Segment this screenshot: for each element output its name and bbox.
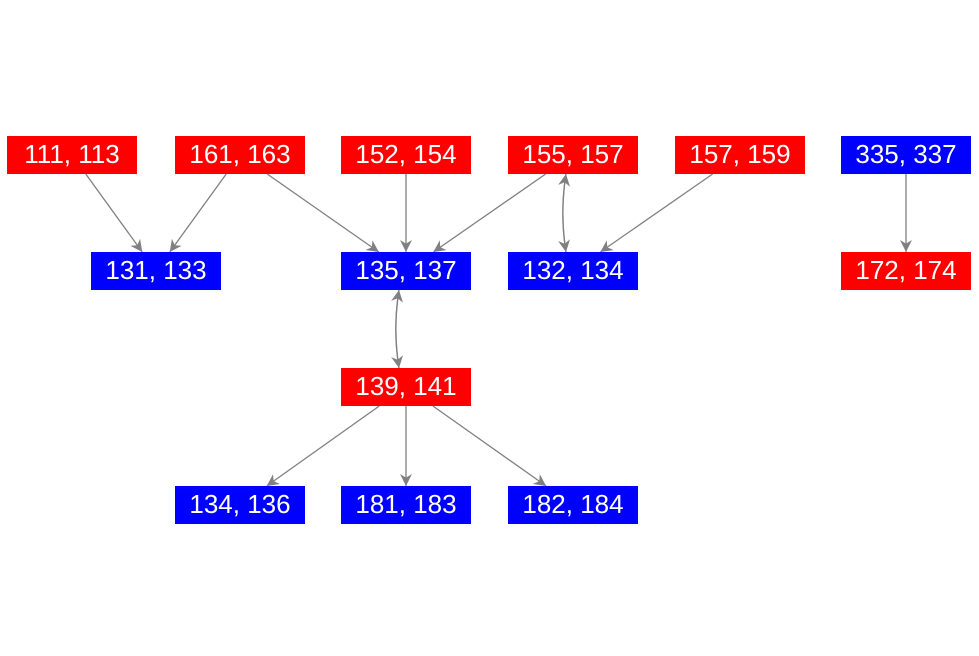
node-139: 139, 141 [341,368,471,406]
node-label: 157, 159 [689,139,790,169]
node-box [341,252,471,290]
edge-111-to-131 [85,173,143,253]
edge-161-to-135 [266,173,380,253]
node-157: 157, 159 [675,136,805,174]
node-label: 111, 113 [24,139,119,169]
node-335: 335, 337 [841,136,971,174]
node-box [341,368,471,406]
node-box [341,486,471,524]
node-box [508,252,638,290]
node-label: 161, 163 [189,139,290,169]
node-152: 152, 154 [341,136,471,174]
node-box [841,136,971,174]
node-132: 132, 134 [508,252,638,290]
edge-139-to-135 [391,289,404,369]
node-label: 134, 136 [189,489,290,519]
node-label: 182, 184 [522,489,623,519]
nodes: 111, 113 161, 163 152, 154 155, 157 157, 159… [7,136,971,524]
node-131: 131, 133 [91,252,221,290]
node-label: 135, 137 [355,255,456,285]
node-172: 172, 174 [841,252,971,290]
node-label: 132, 134 [522,255,623,285]
node-box [841,252,971,290]
node-155: 155, 157 [508,136,638,174]
node-label: 139, 141 [355,371,456,401]
node-box [175,486,305,524]
edge-161-to-131 [169,173,227,253]
node-label: 335, 337 [855,139,956,169]
node-135: 135, 137 [341,252,471,290]
node-label: 181, 183 [355,489,456,519]
node-box [91,252,221,290]
node-box [508,136,638,174]
node-box [675,136,805,174]
edge-155-to-135 [432,173,547,253]
edge-139-to-134 [266,405,380,487]
edge-139-to-182 [432,405,547,487]
edge-157-to-132 [599,173,714,253]
node-182: 182, 184 [508,486,638,524]
node-box [341,136,471,174]
node-box [175,136,305,174]
edges [85,173,912,487]
node-label: 152, 154 [355,139,456,169]
node-134: 134, 136 [175,486,305,524]
node-box [508,486,638,524]
node-181: 181, 183 [341,486,471,524]
node-box [7,136,137,174]
node-label: 131, 133 [105,255,206,285]
node-label: 172, 174 [855,255,956,285]
node-111: 111, 113 [7,136,137,174]
edge-132-to-155 [558,173,571,253]
node-161: 161, 163 [175,136,305,174]
node-label: 155, 157 [522,139,623,169]
